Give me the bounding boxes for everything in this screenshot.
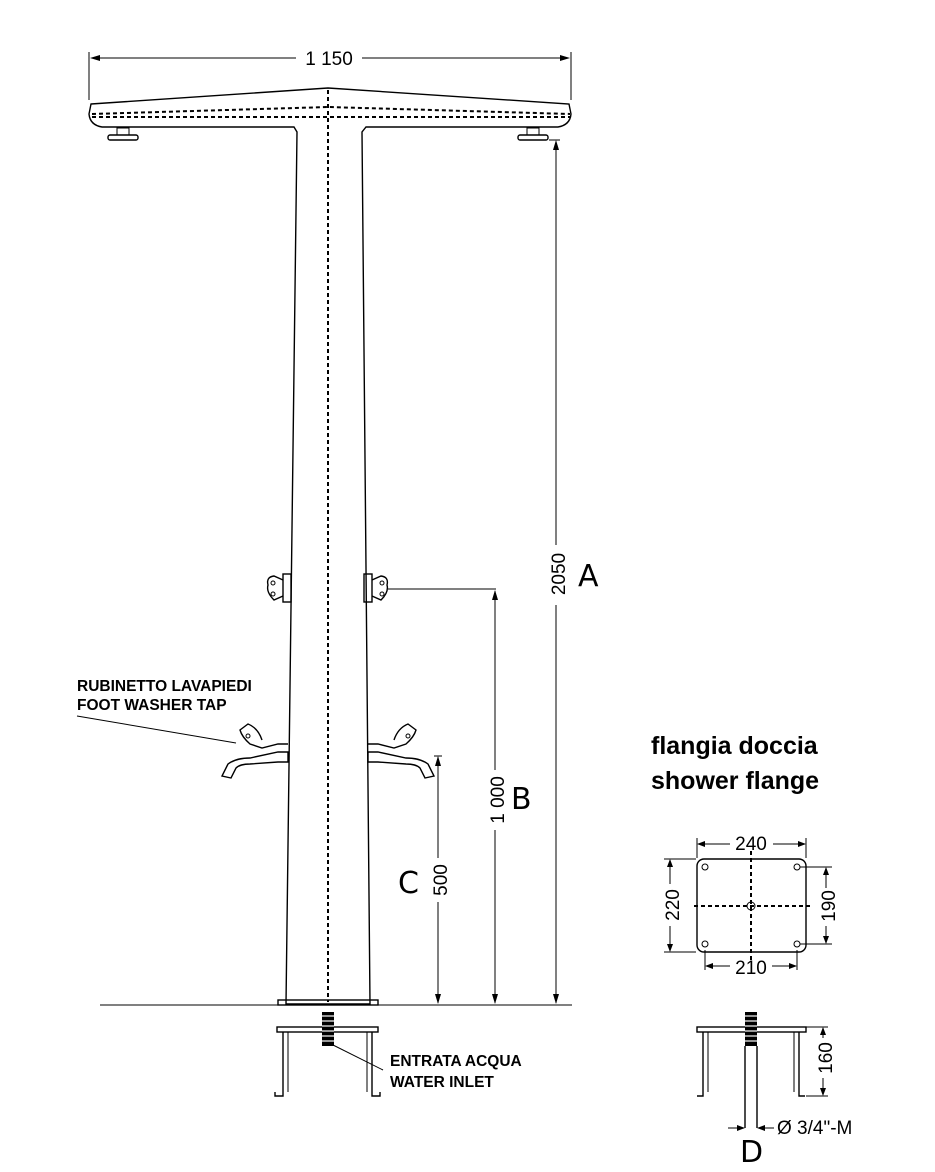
right-foot-tap xyxy=(367,723,442,779)
label-d: D xyxy=(740,1135,763,1170)
flange-height-outer: 220 xyxy=(663,889,684,921)
flange-pipe-thread: Ø 3/4"-M xyxy=(777,1118,852,1139)
label-c: C xyxy=(398,866,419,901)
inlet-label-en: WATER INLET xyxy=(390,1074,494,1091)
flange-detail: flangia doccia shower flange 240 210 xyxy=(651,732,852,1170)
flange-width-holes: 210 xyxy=(735,958,767,979)
right-shower-valve xyxy=(363,573,496,603)
foot-tap-label-en: FOOT WASHER TAP xyxy=(77,697,227,714)
dimension-tap-height: 1 000 B xyxy=(488,590,532,1004)
flange-anchor-depth: 160 xyxy=(816,1042,837,1074)
flange-title-it: flangia doccia xyxy=(651,732,819,760)
ground-anchor xyxy=(274,1012,381,1097)
left-foot-tap xyxy=(220,723,289,779)
right-nozzle xyxy=(517,127,549,141)
inlet-label-it: ENTRATA ACQUA xyxy=(390,1053,522,1070)
head-dash xyxy=(91,105,571,115)
label-a: A xyxy=(578,559,599,594)
dimension-foot-tap-height: 500 C xyxy=(398,756,452,1004)
dimension-top-width: 1 150 xyxy=(88,49,572,100)
left-shower-valve xyxy=(266,573,292,603)
dim-total-height: 2050 xyxy=(549,553,570,595)
flange-title-en: shower flange xyxy=(651,767,819,795)
dim-tap-height: 1 000 xyxy=(488,776,509,824)
foot-tap-label-it: RUBINETTO LAVAPIEDI xyxy=(77,678,252,695)
dim-foot-tap-height: 500 xyxy=(431,864,452,896)
dimension-total-height: 2050 A xyxy=(549,139,599,1004)
callout-foot-tap: RUBINETTO LAVAPIEDI FOOT WASHER TAP xyxy=(76,678,252,744)
callout-water-inlet: ENTRATA ACQUA WATER INLET xyxy=(332,1044,522,1091)
dim-top-width: 1 150 xyxy=(305,49,353,70)
flange-height-holes: 190 xyxy=(819,890,840,922)
left-nozzle xyxy=(107,127,139,141)
shower-column xyxy=(88,87,572,1097)
flange-width-outer: 240 xyxy=(735,834,767,855)
shower-head-outline xyxy=(88,87,572,1005)
label-b: B xyxy=(511,782,532,817)
